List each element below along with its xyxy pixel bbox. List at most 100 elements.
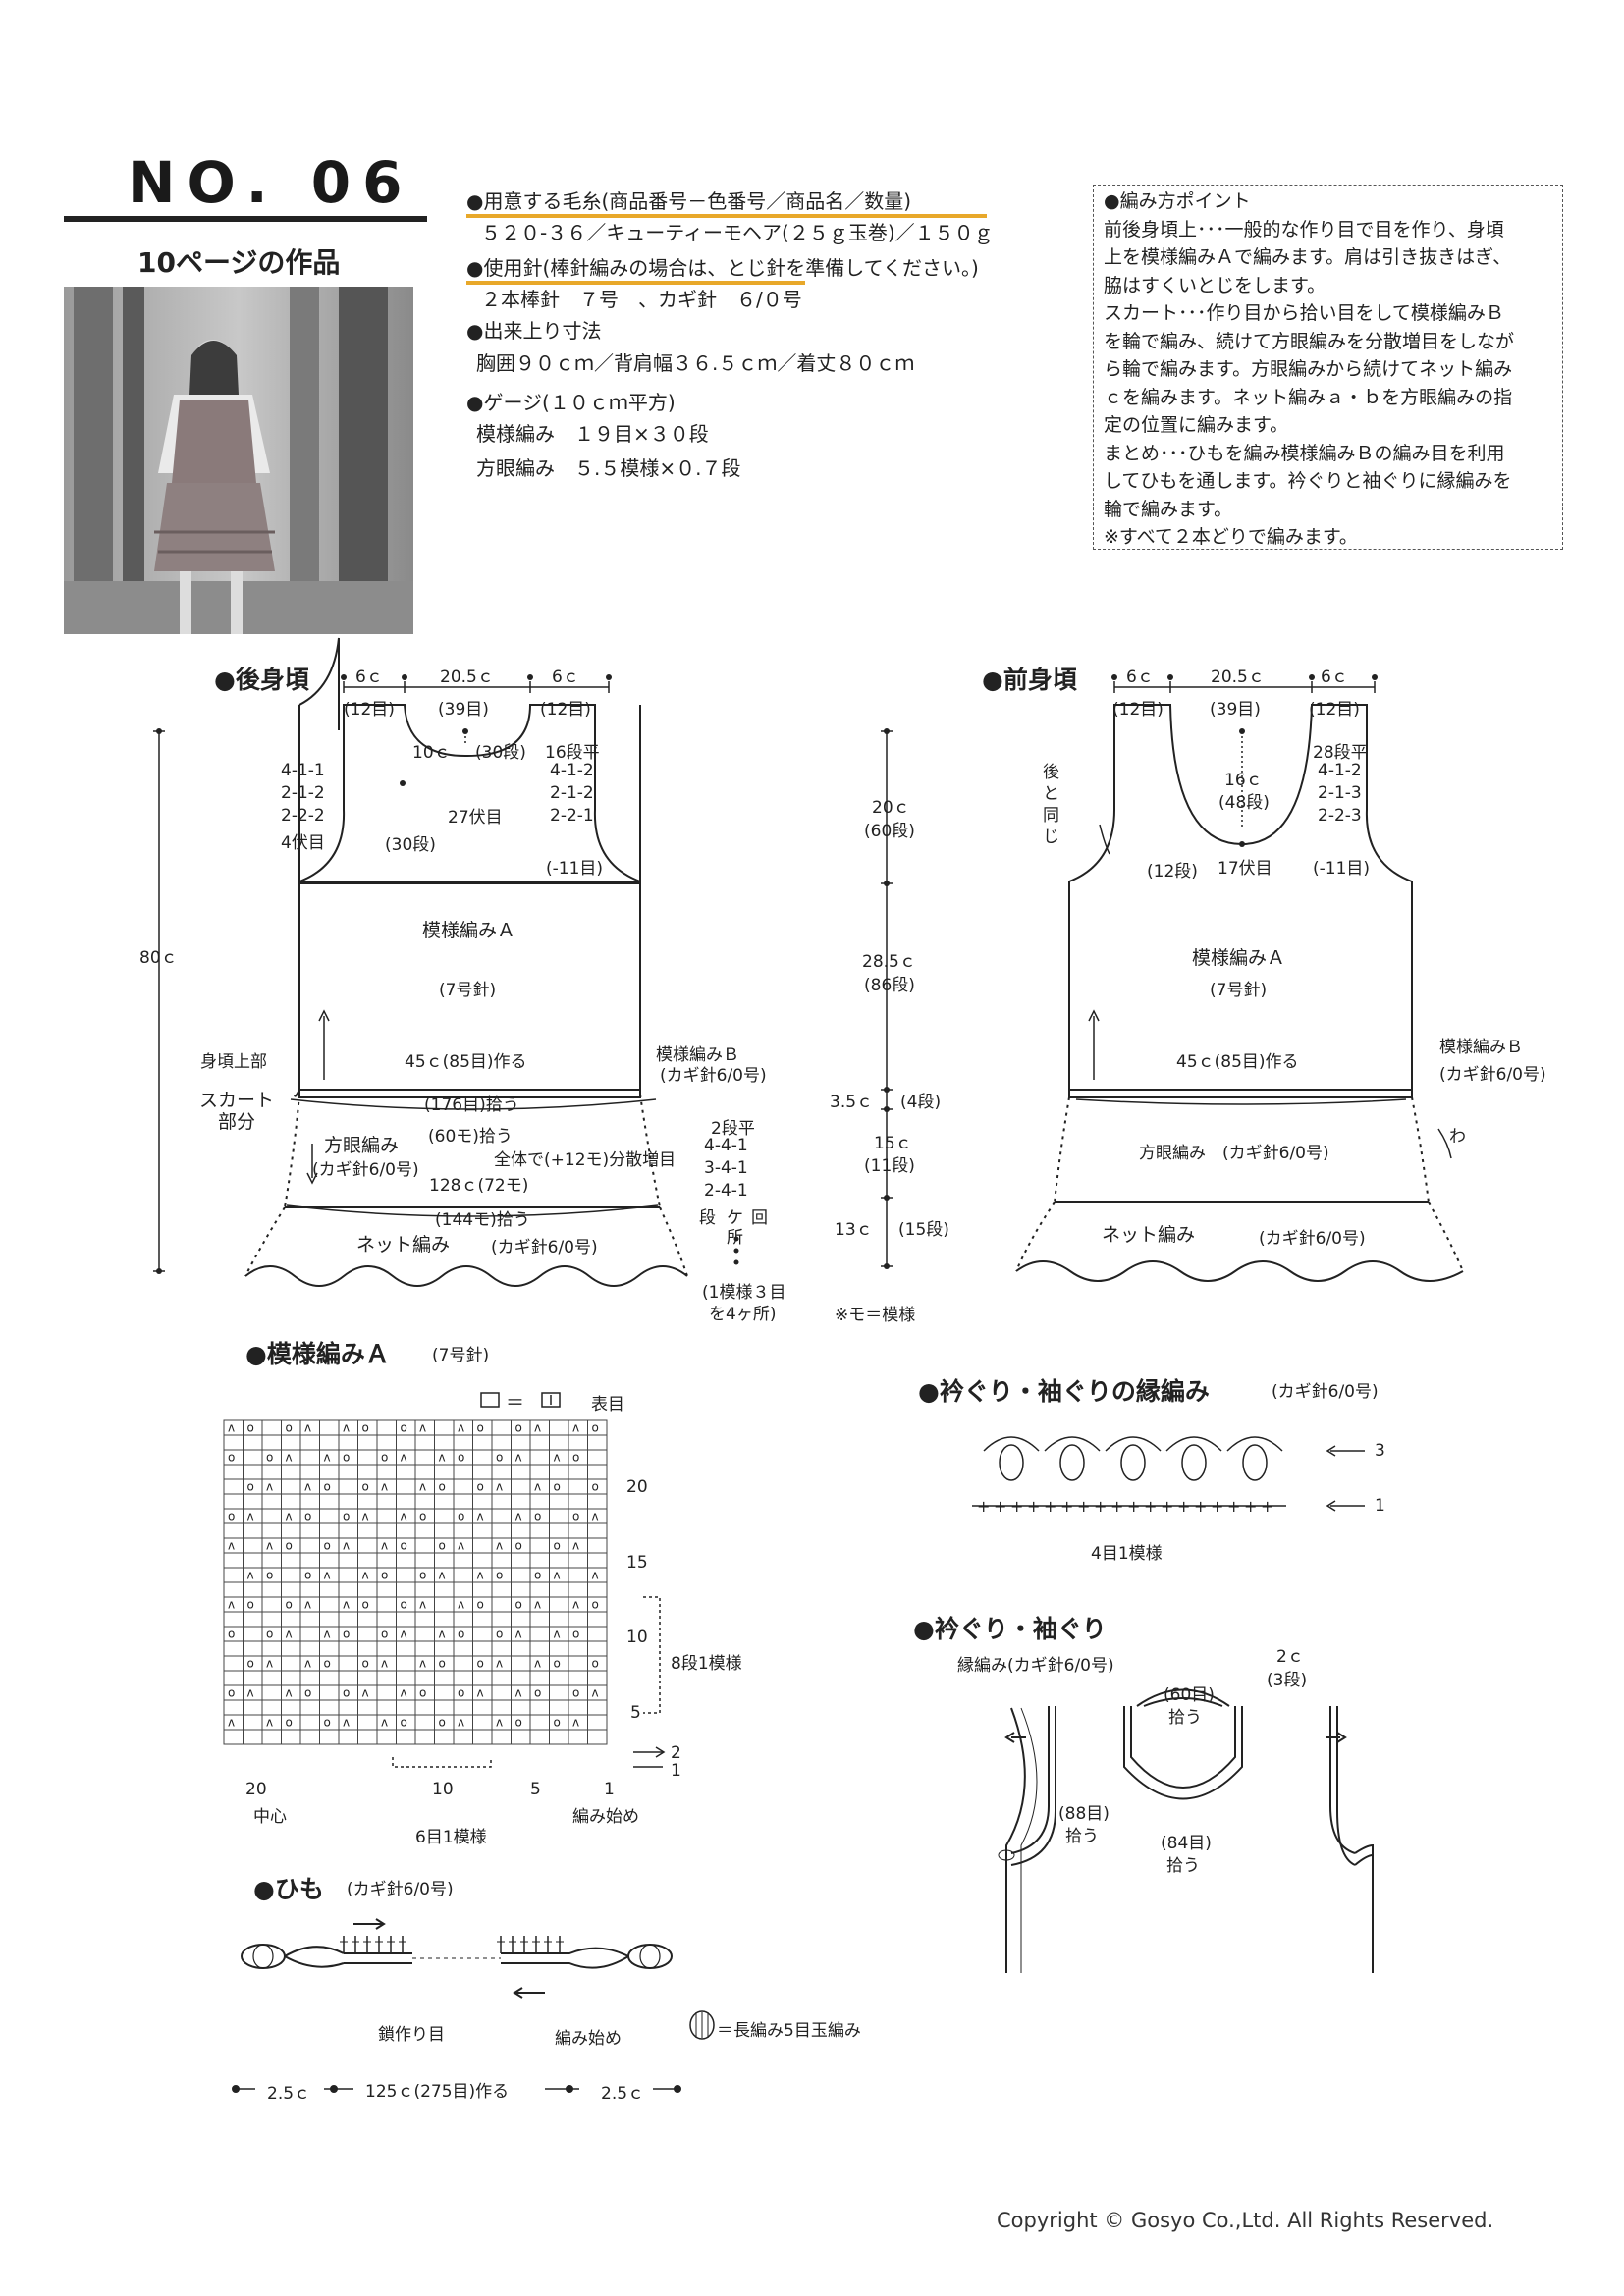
chart-symbol: o: [228, 1509, 235, 1522]
neckline-pick-84b: 拾う: [1166, 1856, 1200, 1876]
chart-symbol: o: [401, 1420, 407, 1434]
chart-symbol: o: [592, 1420, 599, 1434]
svg-text:+: +: [1077, 1497, 1090, 1516]
back-total-length: 80ｃ: [139, 948, 178, 968]
chart-symbol: o: [572, 1627, 579, 1640]
back-neck-shaping-right-2: 2-1-2: [550, 783, 594, 803]
front-mesh-label: 方眼編み (カギ針6/0号): [1139, 1144, 1329, 1163]
front-pattern-b-hook: (カギ針6/0号): [1439, 1065, 1546, 1085]
neckline-pick-88: (88目): [1058, 1804, 1110, 1824]
back-mesh-label: 方眼編み: [324, 1135, 400, 1156]
chart-symbol: ʌ: [266, 1656, 273, 1670]
chart-symbol: o: [496, 1627, 503, 1640]
dim-13c: 13ｃ: [835, 1220, 873, 1240]
front-needle-label: (7号針): [1210, 981, 1268, 1000]
chart-symbol: ʌ: [228, 1420, 235, 1434]
cord-title: ●ひも: [253, 1875, 324, 1903]
chart-symbol: o: [381, 1568, 388, 1581]
cord-dim-right: 2.5ｃ: [601, 2084, 645, 2104]
chart-symbol: ʌ: [458, 1715, 464, 1729]
chart-symbol: ʌ: [286, 1685, 293, 1699]
chart-symbol: o: [247, 1479, 254, 1493]
chart-symbol: o: [458, 1627, 464, 1640]
svg-text:+: +: [1144, 1497, 1157, 1516]
chart-symbol: o: [343, 1627, 350, 1640]
page-reference: 10ページの作品: [137, 246, 341, 279]
size-value: 胸囲９０ｃｍ／背肩幅３６.５ｃｍ／着丈８０ｃｍ: [476, 351, 915, 375]
front-stitches-left: (12目): [1112, 700, 1164, 720]
chart-symbol: ʌ: [477, 1509, 484, 1522]
chart-symbol: o: [343, 1685, 350, 1699]
chart-symbol: ʌ: [381, 1715, 388, 1729]
back-pick-176: (176目)拾う: [424, 1095, 519, 1115]
back-pick-144: (144モ)拾う: [435, 1210, 530, 1230]
knitting-point-line: 前後身頃上･･･一般的な作り目で目を作り、身頃: [1104, 218, 1504, 240]
edging-row-1: 1: [1375, 1496, 1385, 1516]
cord-legend: ＝長編み5目玉編み: [717, 2021, 861, 2041]
chart-a-row-15: 15: [626, 1553, 648, 1573]
back-mesh-hook: (カギ針6/0号): [312, 1160, 419, 1180]
chart-symbol: ʌ: [228, 1538, 235, 1552]
knitting-points-title: ●編み方ポイント: [1104, 190, 1251, 212]
chart-symbol: ʌ: [477, 1685, 484, 1699]
chart-symbol: o: [477, 1597, 484, 1611]
increase-table-row-2: 2-4-1: [704, 1181, 748, 1201]
knitting-point-line: ｃを編みます。ネット編みａ・ｂを方眼編みの指: [1104, 386, 1513, 408]
gauge-label: ●ゲージ(１０ｃｍ平方): [466, 391, 676, 414]
same-as-back-2: 同: [1043, 806, 1059, 826]
knitting-point-line: 上を模様編みＡで編みます。肩は引き抜きはぎ、: [1104, 246, 1512, 268]
chart-symbol: ʌ: [534, 1597, 541, 1611]
yarn-value: ５２０-３６／キューティーモヘア(２５ｇ玉巻)／１５０ｇ: [481, 221, 994, 244]
chart-symbol: o: [572, 1685, 579, 1699]
knitting-point-line: してひもを通します。衿ぐりと袖ぐりに縁編みを: [1104, 470, 1512, 492]
front-cast-on: 45ｃ(85目)作る: [1176, 1052, 1299, 1072]
chart-a-legend: 表目: [591, 1395, 624, 1415]
back-armhole-rows: (30段): [385, 835, 436, 855]
chart-symbol: ʌ: [228, 1597, 235, 1611]
needle-value: ２本棒針 ７号 、カギ針 ６/０号: [481, 288, 802, 311]
chart-a-col-5: 5: [530, 1780, 541, 1799]
svg-text:+: +: [1044, 1497, 1056, 1516]
chart-symbol: o: [592, 1479, 599, 1493]
back-neck-rows: (30段): [475, 743, 526, 763]
chart-symbol: ʌ: [419, 1656, 426, 1670]
chart-symbol: ʌ: [381, 1479, 388, 1493]
chart-symbol: o: [534, 1509, 541, 1522]
chart-symbol: ʌ: [228, 1715, 235, 1729]
chart-symbol: o: [381, 1450, 388, 1464]
chart-a-row-2: 2: [671, 1743, 681, 1763]
needle-label: ●使用針(棒針編みの場合は、とじ針を準備してください。): [466, 256, 979, 280]
cord-chain: 鎖作り目: [378, 2025, 445, 2045]
back-armhole-decrease: (-11目): [546, 859, 604, 879]
chart-a-col-1: 1: [604, 1780, 615, 1799]
back-neck-shaping-right-0: 16段平: [545, 743, 600, 763]
chart-symbol: o: [324, 1656, 331, 1670]
svg-text:+: +: [1261, 1497, 1273, 1516]
chart-symbol: o: [419, 1509, 426, 1522]
chart-symbol: ʌ: [343, 1597, 350, 1611]
chart-symbol: o: [401, 1538, 407, 1552]
chart-symbol: o: [228, 1685, 235, 1699]
chart-symbol: ʌ: [534, 1656, 541, 1670]
chart-symbol: o: [286, 1715, 293, 1729]
chart-symbol: o: [458, 1509, 464, 1522]
neckline-title: ●衿ぐり・袖ぐり: [913, 1615, 1107, 1643]
neckline-width: 2ｃ: [1276, 1647, 1304, 1667]
repeat-note-2: を4ヶ所): [709, 1305, 777, 1324]
chart-symbol: ʌ: [247, 1685, 254, 1699]
chart-symbol: o: [439, 1656, 446, 1670]
increase-table-header: 2段平: [711, 1119, 755, 1139]
chart-symbol: ʌ: [324, 1450, 331, 1464]
dim-15-rows: (15段): [898, 1220, 949, 1240]
chart-symbol: ʌ: [439, 1450, 446, 1464]
chart-a-row-20: 20: [626, 1477, 648, 1497]
neckline-pick-60: (60目): [1164, 1685, 1215, 1705]
chart-symbol: o: [419, 1568, 426, 1581]
neckline-sub: 縁編み(カギ針6/0号): [957, 1656, 1114, 1676]
same-as-back-3: じ: [1043, 828, 1059, 847]
chart-symbol: ʌ: [554, 1450, 561, 1464]
knitting-point-line: まとめ･･･ひもを編み模様編みＢの編み目を利用: [1104, 442, 1505, 464]
yarn-label-underline: [466, 214, 987, 218]
svg-text:+: +: [1177, 1497, 1190, 1516]
chart-a-legend-eq: ＝: [506, 1392, 525, 1414]
